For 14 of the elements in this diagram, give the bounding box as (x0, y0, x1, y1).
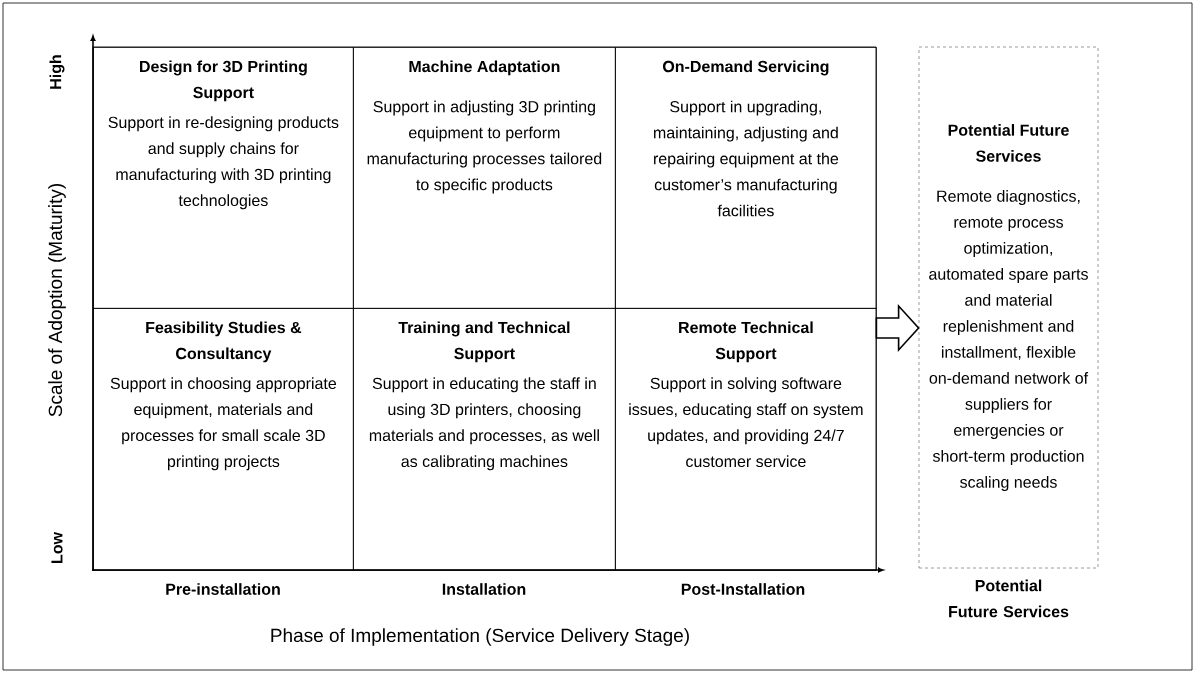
box-caption: Potential Future Services (949, 579, 1069, 618)
block-arrow (875, 303, 920, 353)
matrix-grid (92, 46, 877, 571)
axis-tick-label: Low (51, 532, 63, 563)
dashed-box: Potential Future Services Remote diagnostics, remote process optimization, automated spare parts and material replenishment and installment, flexible on-demand network of suppliers for emergencies or short-term production scaling needs (918, 46, 1099, 569)
axis-title: Phase of Implementation (Service Delivery Stage) (271, 628, 689, 646)
service-cell: Remote Technical Support Support in solving software issues, educating staff on system updates, and providing 24/7 customer service (615, 308, 877, 571)
service-cell: On-Demand Servicing Support in upgrading, maintaining, adjusting and repairing equipment at the customer’s manufacturing facilities (615, 47, 877, 309)
service-cell: Training and Technical Support Support in educating the staff in using 3D printers, choosing materials and processes, as well as calibrating machines (353, 308, 616, 571)
axis-tick-label: High (49, 55, 65, 89)
service-cell: Feasibility Studies & Consultancy Support in choosing appropriate equipment, materials and processes for small scale 3D printing projects (93, 308, 354, 571)
axis-title: Scale of Adoption (Maturity) (48, 184, 66, 417)
service-cell: Design for 3D Printing Support Support in re-designing products and supply chains for manufacturing with 3D printing technologies (93, 47, 354, 309)
service-cell: Machine Adaptation Support in adjusting 3D printing equipment to perform manufacturing processes tailored to specific products (353, 47, 616, 309)
